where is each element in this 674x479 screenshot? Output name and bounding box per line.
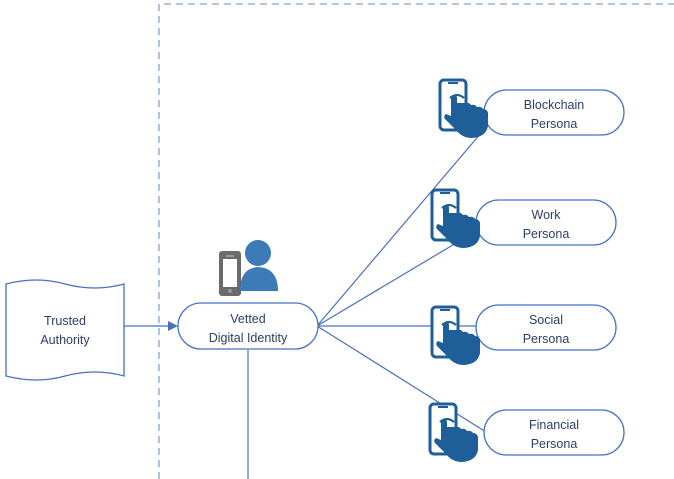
connector-work — [316, 229, 479, 327]
persona-work-line2: Persona — [523, 227, 570, 241]
phone-user-icon — [219, 240, 278, 296]
persona-blockchain-line1: Blockchain — [524, 98, 584, 112]
mobile-touch-icon — [430, 188, 480, 248]
persona-work-line1: Work — [532, 208, 562, 222]
trust-boundary — [158, 3, 674, 479]
trusted-authority-node: Trusted Authority — [5, 279, 125, 381]
persona-social-line2: Persona — [523, 332, 570, 346]
connector-financial — [316, 325, 487, 433]
mobile-touch-icon — [430, 305, 480, 365]
persona-node-social: Social Persona — [430, 304, 617, 365]
vetted-identity-label-line1: Vetted — [230, 312, 265, 326]
persona-node-financial: Financial Persona — [428, 402, 625, 462]
persona-blockchain-line2: Persona — [531, 117, 578, 131]
persona-financial-line1: Financial — [529, 418, 579, 432]
trusted-authority-label-line2: Authority — [40, 333, 90, 347]
connector-blockchain — [316, 125, 488, 327]
trusted-authority-label-line1: Trusted — [44, 314, 86, 328]
arrowhead — [168, 321, 178, 331]
vetted-identity-node: Vetted Digital Identity — [177, 302, 319, 350]
mobile-touch-icon — [438, 78, 488, 138]
connectors — [123, 125, 488, 479]
vetted-identity-label-line2: Digital Identity — [209, 331, 288, 345]
mobile-touch-icon — [428, 402, 478, 462]
persona-financial-line2: Persona — [531, 437, 578, 451]
persona-node-blockchain: Blockchain Persona — [438, 78, 625, 138]
persona-node-work: Work Persona — [430, 188, 617, 248]
persona-social-line1: Social — [529, 313, 563, 327]
